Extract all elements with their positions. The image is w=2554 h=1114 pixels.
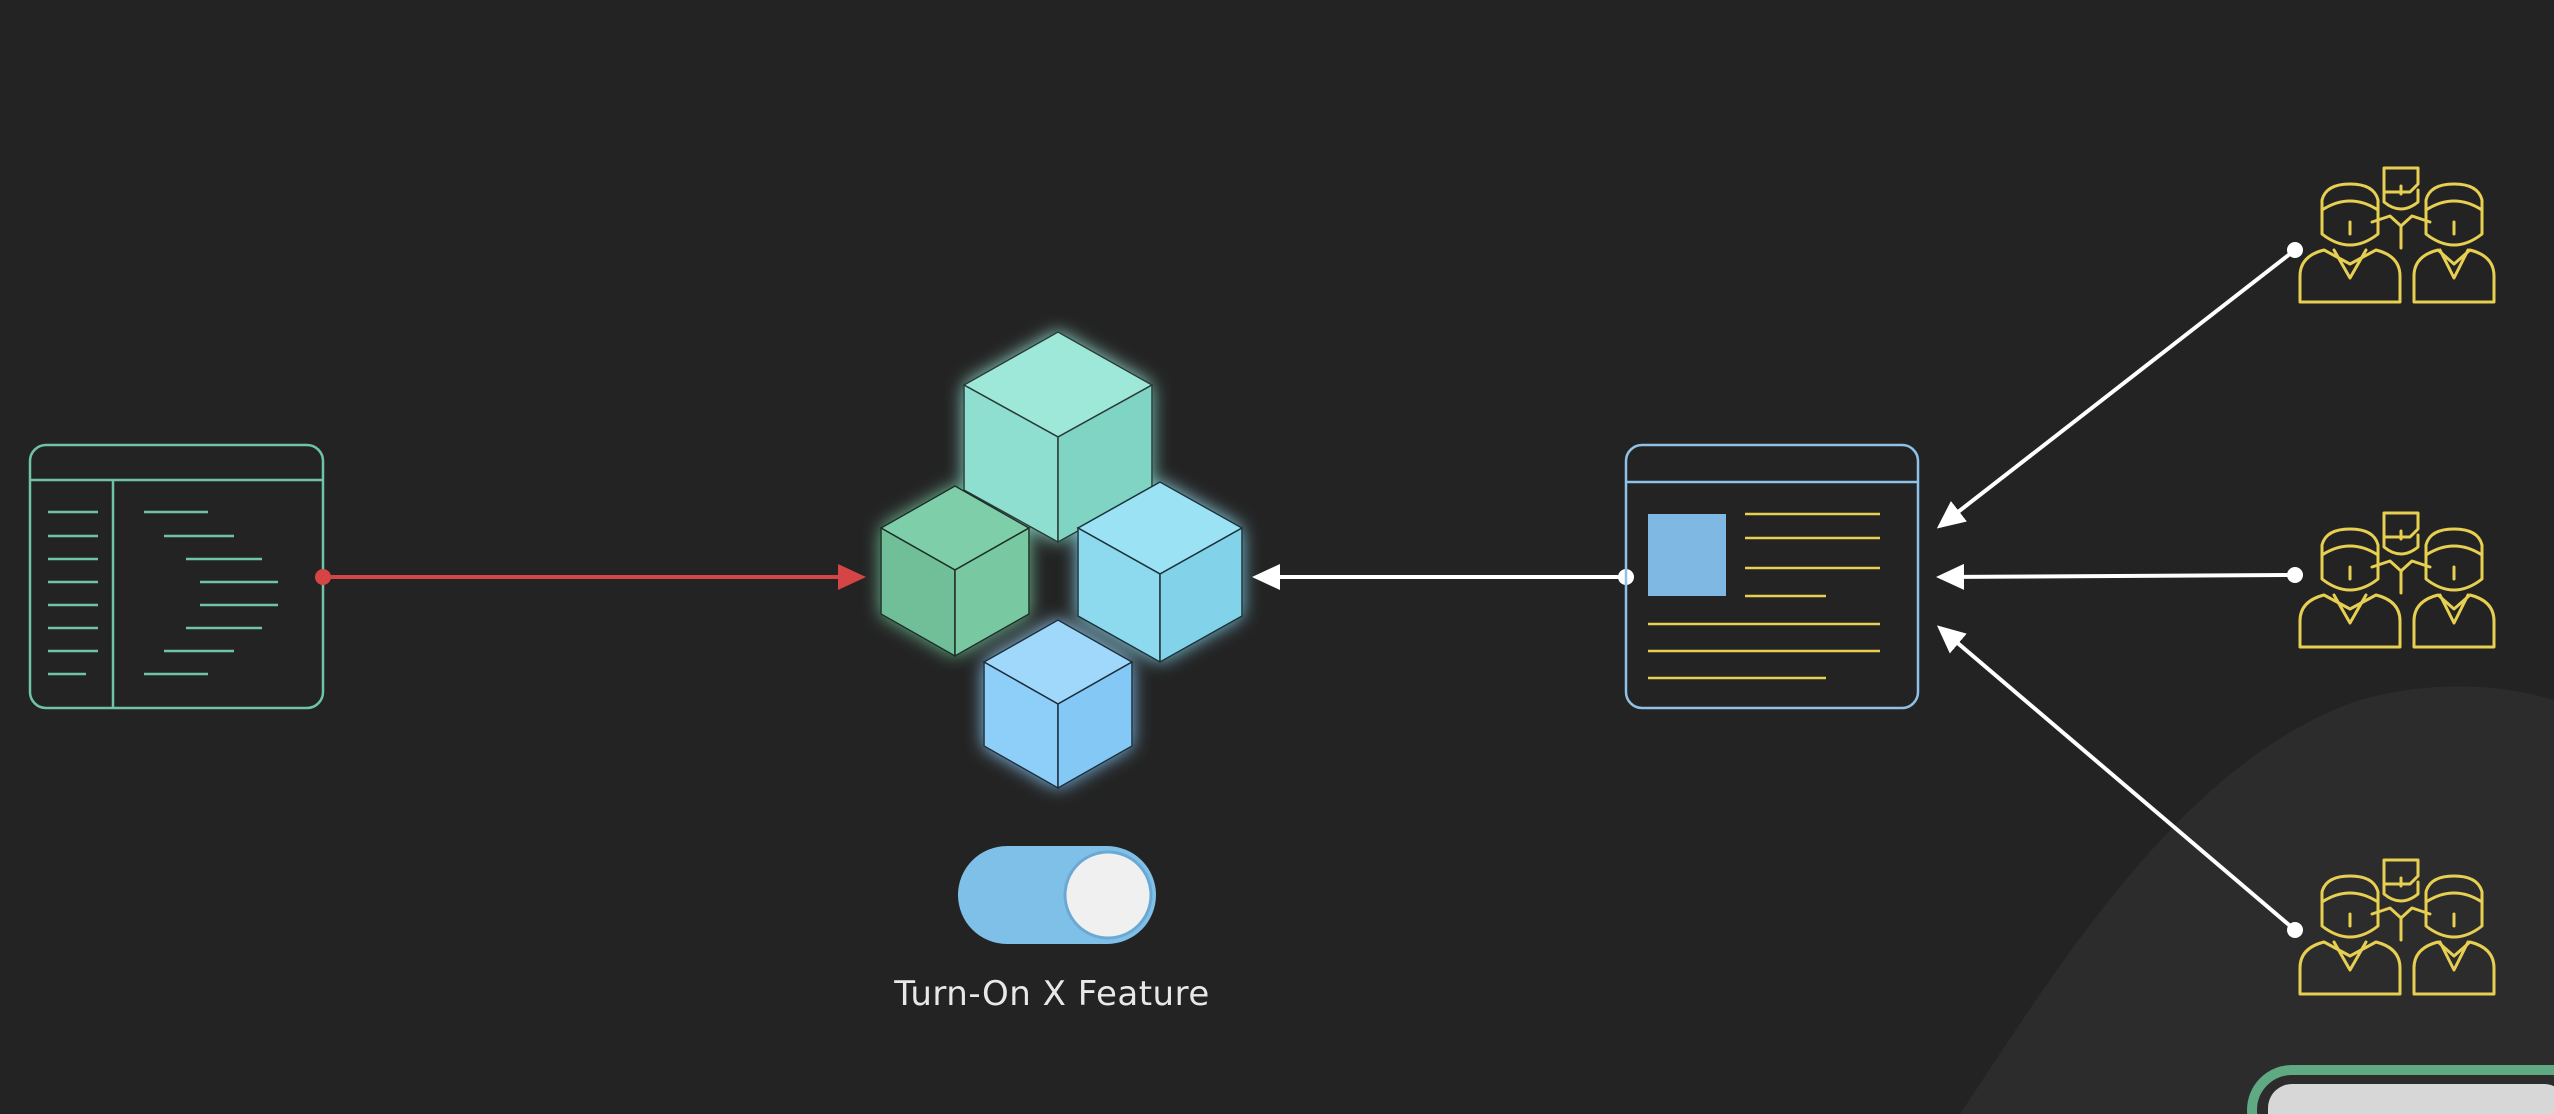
users-group-icon: [2298, 511, 2496, 649]
cubes-icon: [879, 331, 1244, 790]
arrow-users3-to-browser: [1936, 625, 2303, 938]
web-page-icon: [1624, 443, 1920, 710]
video-thumbnail-frame: [2247, 1065, 2554, 1114]
arrow-users1-to-browser: [1936, 242, 2303, 529]
page-image-block: [1648, 514, 1726, 596]
toggle-knob[interactable]: [1063, 850, 1153, 940]
code-editor-icon: [28, 443, 325, 710]
arrow-users2-to-browser: [1936, 563, 2303, 590]
cube-right: [1076, 481, 1244, 664]
feature-toggle[interactable]: [958, 846, 1156, 944]
users-group-icon: [2298, 166, 2496, 304]
arrow-editor-to-cubes: [315, 564, 866, 590]
toggle-label: Turn-On X Feature: [894, 974, 1210, 1014]
cube-bottom: [982, 619, 1134, 790]
arrow-browser-to-cubes: [1252, 564, 1634, 590]
users-group-icon: [2298, 858, 2496, 996]
cube-left: [879, 485, 1031, 658]
